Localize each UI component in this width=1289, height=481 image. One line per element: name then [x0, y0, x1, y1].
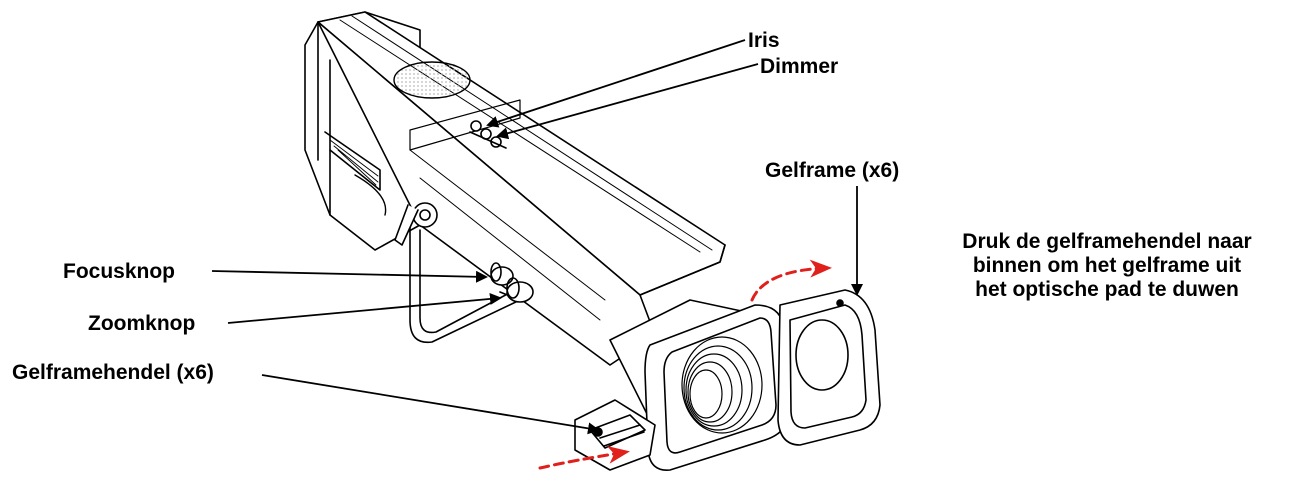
label-zoomknop: Zoomknop — [88, 312, 196, 335]
label-gelframe: Gelframe (x6) — [765, 159, 900, 182]
lens-coils — [681, 336, 763, 434]
instruction-line-1: Druk de gelframehendel naar — [962, 230, 1252, 253]
leader-lines — [211, 39, 863, 435]
iris-dimmer-knobs — [469, 120, 507, 149]
leader-zoomknop — [227, 292, 502, 324]
motion-arrows — [538, 259, 832, 470]
label-gelframehendel: Gelframehendel (x6) — [12, 361, 214, 384]
label-dimmer: Dimmer — [760, 55, 839, 78]
leader-iris — [486, 39, 746, 128]
yoke-bracket — [394, 202, 521, 344]
label-focusknop: Focusknop — [63, 260, 176, 283]
instruction-line-3: het optische pad te duwen — [975, 278, 1239, 301]
red-arrow-push-handle — [538, 445, 630, 470]
leader-dimmer — [496, 63, 759, 140]
focus-zoom-knobs — [490, 262, 534, 303]
leader-focusknop — [211, 270, 488, 283]
gelframe-handle-block — [574, 399, 656, 471]
leader-gelframehendel — [261, 374, 600, 435]
rear-handle — [324, 131, 387, 216]
instruction-line-2: binnen om het gelframe uit — [972, 254, 1242, 277]
label-iris: Iris — [748, 29, 780, 52]
top-vent-grille — [393, 61, 471, 99]
instruction-text: Druk de gelframehendel naar binnen om he… — [932, 230, 1282, 302]
red-arrow-gelframe-out — [750, 259, 832, 302]
gelframe-released — [777, 289, 881, 446]
followspot-body — [304, 11, 881, 471]
